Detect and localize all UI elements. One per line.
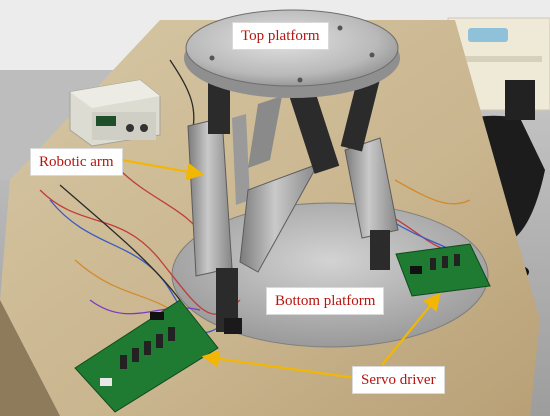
servo-driver-board-left bbox=[74, 299, 219, 413]
table-edge bbox=[0, 300, 60, 416]
top-platform-label: Top platform bbox=[232, 22, 329, 50]
servo-driver-label: Servo driver bbox=[352, 366, 445, 394]
servo-driver-board-right bbox=[395, 243, 491, 297]
callout-arrows bbox=[121, 158, 441, 380]
power-supply bbox=[69, 79, 161, 147]
robotic-arms bbox=[187, 68, 399, 334]
robotic-arm-label: Robotic arm bbox=[30, 148, 123, 176]
bottom-platform-label: Bottom platform bbox=[266, 287, 385, 315]
